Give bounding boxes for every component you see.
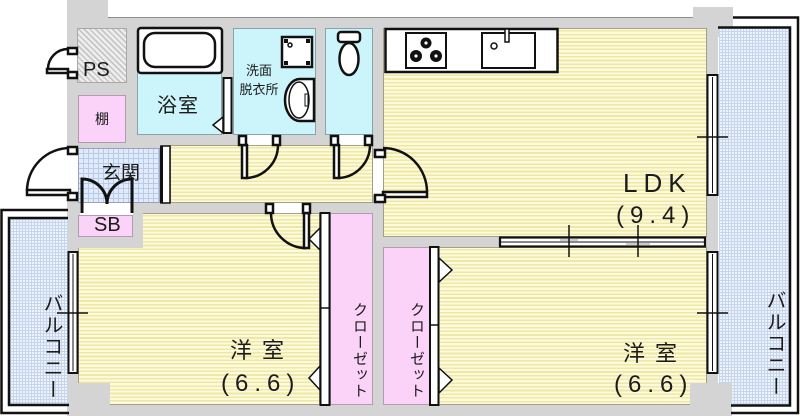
closet-left <box>330 213 373 405</box>
closet-left-doors <box>307 212 331 406</box>
closet-right <box>383 247 430 405</box>
kitchen-sink-icon <box>481 28 536 69</box>
pillar-bottom-left <box>68 383 110 416</box>
label-ldk-name: LDK <box>623 168 692 198</box>
western-room-right <box>438 247 707 405</box>
wash-basin-icon <box>283 77 316 123</box>
entrance <box>78 148 160 203</box>
label-balcony-left: バルコニー <box>40 293 62 401</box>
western-room-door <box>264 202 312 250</box>
door-swing-arc <box>25 146 71 192</box>
label-pipe-space: PS <box>83 59 110 81</box>
shelf <box>78 95 126 143</box>
washroom-door-opening <box>246 135 273 145</box>
sliding-door-ldk <box>498 225 707 257</box>
window-right-bedroom <box>697 251 728 374</box>
label-western-room-right-name: 洋室 <box>623 341 688 366</box>
entrance-step <box>160 145 171 204</box>
label-entrance: 玄関 <box>102 163 141 184</box>
pillar-top-left <box>67 0 108 28</box>
label-ldk-size: (9.4) <box>616 202 696 229</box>
label-washroom: 洗面 脱衣所 <box>233 64 285 96</box>
label-bathroom: 浴室 <box>157 95 199 117</box>
western-room-door-opening <box>273 203 303 213</box>
label-washroom-line2: 脱衣所 <box>239 82 279 97</box>
toilet-icon <box>336 30 362 77</box>
toilet-door <box>329 134 374 180</box>
label-western-room-right-size: (6.6) <box>614 371 694 398</box>
door-leaf <box>25 188 72 197</box>
closet-right-doors <box>429 246 454 406</box>
label-closet-right: クローゼット <box>408 302 425 400</box>
pillar-bottom-right <box>690 383 732 416</box>
western-room-left <box>78 213 320 405</box>
label-washroom-line1: 洗面 <box>245 63 272 78</box>
shoe-box-door-opening <box>80 203 133 215</box>
folding-door-icon <box>211 77 233 135</box>
pipe-space <box>77 28 127 83</box>
shoe-box-doors <box>80 177 134 213</box>
label-western-room-left-size: (6.6) <box>221 370 301 397</box>
entrance-door <box>25 145 79 202</box>
balcony-right-railing <box>718 16 800 415</box>
label-shelf: 棚 <box>95 111 109 127</box>
shoe-box <box>78 215 133 237</box>
stove-icon <box>405 32 447 69</box>
entrance-door-opening <box>67 154 78 193</box>
label-shoe-box: SB <box>94 214 121 236</box>
ps-door-opening <box>67 54 77 72</box>
label-western-room-left-name: 洋室 <box>230 338 295 363</box>
washing-machine-pan-icon <box>280 35 314 69</box>
bathtub-icon <box>136 26 224 75</box>
window-right-ldk <box>697 74 728 196</box>
balcony-left-railing <box>0 208 69 415</box>
label-balcony-right: バルコニー <box>763 290 785 398</box>
ldk-door-opening <box>373 157 383 195</box>
ps-door <box>45 46 79 80</box>
balcony-right <box>719 28 789 405</box>
label-closet-left: クローゼット <box>351 302 368 400</box>
washroom-door <box>237 134 282 180</box>
toilet-door-opening <box>338 135 365 145</box>
ldk-door <box>373 146 429 204</box>
balcony-left <box>10 219 68 404</box>
window-left <box>57 251 88 374</box>
